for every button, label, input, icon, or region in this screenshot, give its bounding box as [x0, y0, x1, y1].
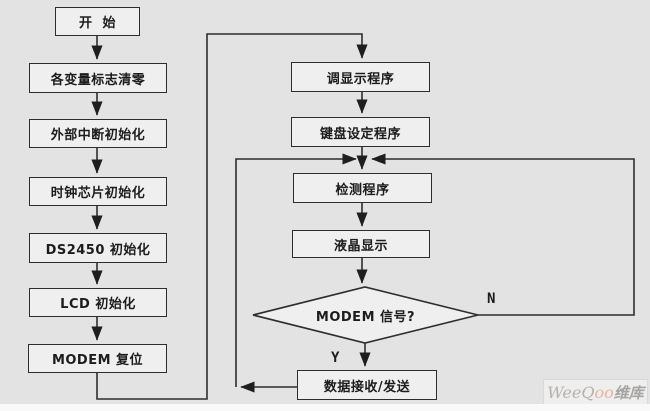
node-ds2450-init: DS2450 初始化 [29, 233, 167, 263]
node-data-rx-tx: 数据接收/发送 [297, 370, 437, 400]
node-lcd-init: LCD 初始化 [29, 288, 167, 317]
node-modem-reset: MODEM 复位 [28, 344, 167, 373]
watermark-brand-oo: oo [594, 382, 614, 402]
node-start: 开 始 [55, 7, 140, 36]
bottom-edge-strip [0, 404, 650, 411]
node-modem-signal-decision: MODEM 信号? [315, 309, 416, 325]
edge-modem-reset-to-call-display [96, 33, 368, 400]
edge-decision-no-loop [371, 153, 635, 316]
node-call-display-program: 调显示程序 [291, 62, 430, 92]
branch-label-yes: Y [331, 350, 340, 366]
node-ext-interrupt-init: 外部中断初始化 [29, 119, 167, 148]
node-clear-flags: 各变量标志清零 [29, 63, 167, 93]
node-clock-chip-init: 时钟芯片初始化 [29, 177, 167, 206]
node-lcd-display: 液晶显示 [292, 230, 430, 258]
decision-diamond-shape [252, 286, 479, 344]
edge-data-return-up [235, 153, 357, 387]
watermark-brand-suffix: 维库 [613, 383, 644, 402]
node-keyboard-setting-program: 键盘设定程序 [291, 117, 430, 147]
node-detect-program: 检测程序 [293, 173, 432, 203]
branch-label-no: N [487, 291, 496, 307]
watermark-brand-prefix: WeeQ [547, 382, 595, 402]
